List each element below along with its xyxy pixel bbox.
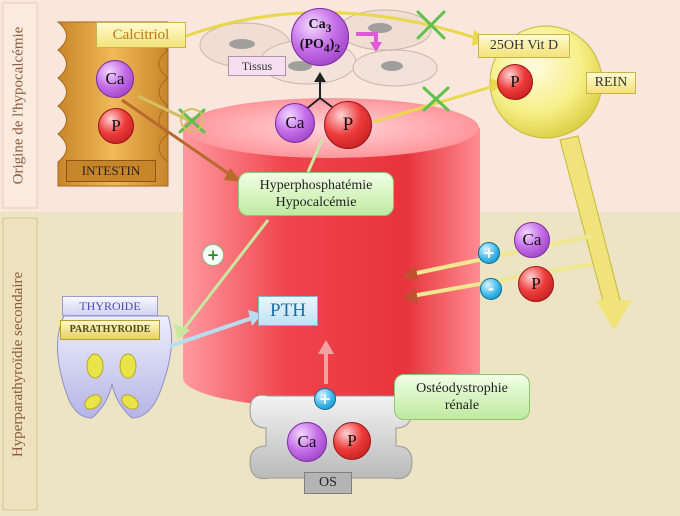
intestine-calcium-ion: Ca <box>96 60 134 98</box>
molecule-line2: (PO4)2 <box>299 37 341 55</box>
green-plus-sign: + <box>202 244 224 266</box>
parathyroide-label: PARATHYROIDE <box>60 320 160 340</box>
osteodystrophy-text: Ostéodystrophie <box>416 381 508 396</box>
bone-calcium-ion: Ca <box>287 422 327 462</box>
kidney-minus-sign: - <box>480 278 502 300</box>
renale-text: rénale <box>444 398 480 413</box>
hyperphosphatemia-box: Hyperphosphatémie Hypocalcémie <box>238 172 394 216</box>
kidney-phosphate-ion: P <box>497 64 533 100</box>
os-label: OS <box>304 472 352 494</box>
bone-phosphate-ion: P <box>333 422 371 460</box>
kidney-plus-sign: + <box>478 242 500 264</box>
rein-label: REIN <box>586 72 636 94</box>
bone-plus-sign: + <box>314 388 336 410</box>
blood-calcium-ion: Ca <box>275 103 315 143</box>
tissus-label: Tissus <box>228 56 286 76</box>
kidney-calcium-ion: Ca <box>514 222 550 258</box>
calcitriol-label: Calcitriol <box>96 22 186 48</box>
side-label-hyperparathyroidism: Hyperparathyroïdie secondaire <box>10 271 27 457</box>
thyroide-label: THYROIDE <box>62 296 158 316</box>
intestine-phosphate-ion: P <box>98 108 134 144</box>
side-label-origin: Origine de l'hypocalcémie <box>10 26 27 185</box>
intestin-label: INTESTIN <box>66 160 156 182</box>
calcium-phosphate-molecule: Ca3 (PO4)2 <box>291 8 349 66</box>
hypocalcemia-text: Hypocalcémie <box>275 195 357 210</box>
blood-phosphate-ion: P <box>324 101 372 149</box>
osteodystrophy-box: Ostéodystrophie rénale <box>394 374 530 420</box>
hyperphosphatemia-text: Hyperphosphatémie <box>259 178 373 193</box>
pth-box: PTH <box>258 296 318 326</box>
molecule-line1: Ca3 <box>308 17 332 35</box>
kidney-output-phosphate-ion: P <box>518 266 554 302</box>
vitamin-d-label: 25OH Vit D <box>478 34 570 58</box>
